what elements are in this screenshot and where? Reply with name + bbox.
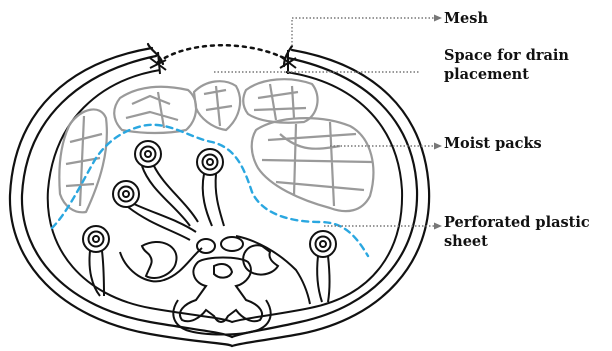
wall-left-outer bbox=[10, 48, 232, 346]
retroperitoneum bbox=[142, 237, 278, 335]
left-kidney bbox=[142, 242, 177, 278]
bowel-loop-4 bbox=[83, 226, 109, 296]
abdominal-wall bbox=[10, 44, 429, 346]
label-moist-packs: Moist packs bbox=[444, 134, 542, 153]
bowel-loop-5 bbox=[310, 231, 336, 302]
vertebra bbox=[180, 258, 262, 323]
label-perforated-sheet: Perforated plastic sheet bbox=[444, 213, 590, 251]
wall-right-inner bbox=[232, 58, 417, 337]
arrowhead-perforated bbox=[434, 223, 442, 230]
bowel-loop-3 bbox=[113, 181, 196, 240]
mesh-right-fixation bbox=[280, 50, 296, 74]
label-perforated-sheet-line2: sheet bbox=[444, 232, 590, 251]
right-kidney bbox=[243, 245, 278, 274]
bowel-loops bbox=[83, 141, 336, 304]
leader-mesh bbox=[292, 18, 436, 46]
label-drain-space: Space for drain placement bbox=[444, 46, 569, 84]
pack-right bbox=[252, 118, 374, 211]
arrowhead-moist bbox=[434, 143, 442, 150]
aorta bbox=[197, 239, 215, 253]
bowel-loop-2 bbox=[197, 149, 224, 226]
arrowhead-mesh bbox=[434, 15, 442, 22]
label-drain-space-line1: Space for drain bbox=[444, 46, 569, 65]
pack-upper-left bbox=[114, 87, 196, 133]
mesh bbox=[150, 45, 296, 74]
label-drain-space-line2: placement bbox=[444, 65, 569, 84]
label-mesh: Mesh bbox=[444, 9, 488, 28]
label-perforated-sheet-line1: Perforated plastic bbox=[444, 213, 590, 232]
pack-upper-right bbox=[243, 79, 317, 123]
ivc bbox=[221, 237, 243, 251]
bowel-loop-1 bbox=[135, 141, 198, 226]
mesh-dotted-line bbox=[158, 45, 288, 62]
leader-arrowheads bbox=[434, 15, 442, 230]
